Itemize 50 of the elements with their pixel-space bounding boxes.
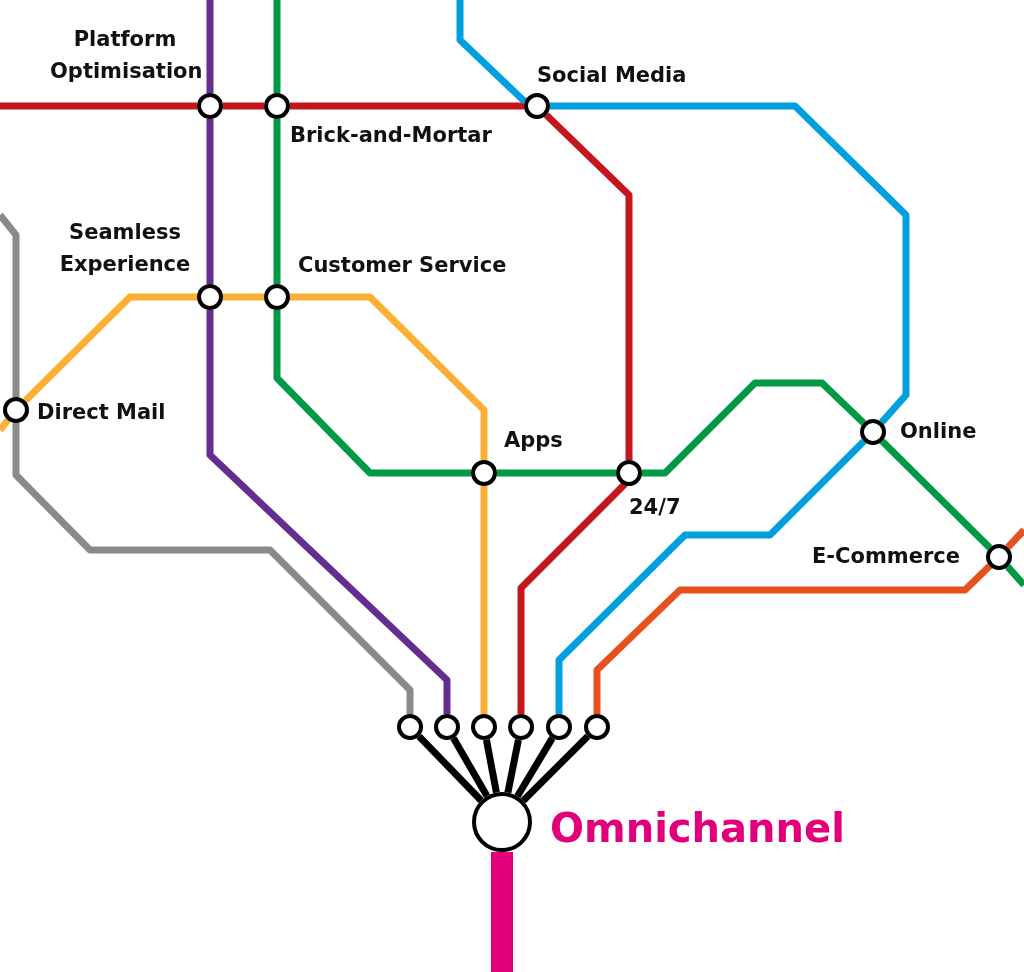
junction-circle xyxy=(508,714,534,740)
metro-line xyxy=(450,736,490,798)
metro-line xyxy=(223,102,264,110)
metro-line xyxy=(514,736,556,799)
station-label: 24/7 xyxy=(629,494,682,521)
metro-line xyxy=(206,310,451,714)
station-label: E-Commerce xyxy=(812,543,961,570)
metro-line xyxy=(550,102,910,425)
metro-line xyxy=(206,0,214,93)
metro-line xyxy=(273,0,281,93)
metro-line xyxy=(0,212,20,397)
station-label: Online xyxy=(900,418,978,445)
metro-line xyxy=(290,293,488,460)
metro-line xyxy=(206,119,214,284)
metro-line xyxy=(290,102,524,110)
trunk-line xyxy=(491,852,513,972)
junction-circle xyxy=(434,714,460,740)
junction-circle xyxy=(546,714,572,740)
station-label: Platform Optimisation xyxy=(50,26,200,85)
metro-line xyxy=(480,486,488,714)
metro-line xyxy=(0,417,11,433)
metro-line xyxy=(483,739,500,794)
station-label: Social Media xyxy=(537,62,688,89)
station-label: Brick-and-Mortar xyxy=(290,122,493,149)
junction-circle xyxy=(471,714,497,740)
junction-circle xyxy=(584,714,610,740)
station-label: Customer Service xyxy=(298,252,508,279)
station-label: Seamless Experience xyxy=(58,219,192,278)
metro-line xyxy=(273,119,281,284)
metro-line xyxy=(1005,564,1024,588)
title-label: Omnichannel xyxy=(550,804,840,853)
metro-line xyxy=(593,563,993,714)
station-label: Direct Mail xyxy=(37,399,167,426)
metro-line xyxy=(456,0,527,104)
station-label: Apps xyxy=(504,427,564,454)
metro-line xyxy=(504,739,522,794)
metro-line xyxy=(497,469,616,477)
metro-line xyxy=(555,438,867,714)
metro-line xyxy=(223,293,264,301)
metro-line xyxy=(12,423,414,714)
metro-line xyxy=(642,379,867,477)
junction-circle xyxy=(397,714,423,740)
metro-line xyxy=(22,293,197,404)
metro-line xyxy=(543,112,633,460)
metro-line xyxy=(1005,527,1024,550)
metro-line xyxy=(879,438,993,551)
metro-line xyxy=(0,102,197,110)
metro-line xyxy=(520,733,591,804)
metro-line xyxy=(416,733,484,803)
metro-line xyxy=(273,310,471,477)
